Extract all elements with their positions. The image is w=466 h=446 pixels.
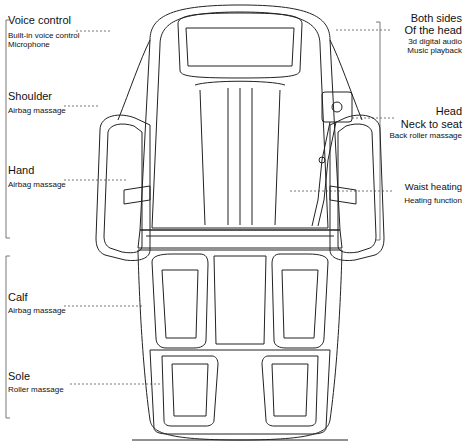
part-name: Head [380,105,462,118]
feature-note: Back roller massage [372,131,462,140]
feature-note: Airbag massage [8,306,88,315]
part-name: Hand [8,164,88,177]
part-name: Calf [8,291,88,304]
feature-note: 3d digital audio Music playback [392,37,462,55]
part-name: Waist heating [380,182,462,193]
feature-note: Built-in voice control Microphone [8,31,84,49]
feature-note: Airbag massage [8,180,88,189]
chair-body [96,5,384,440]
part-name: Voice control [8,14,98,27]
bracket-lines [6,20,380,418]
part-name: Neck to seat [380,118,462,131]
part-name: Sole [8,370,88,383]
feature-note: Roller massage [8,385,88,394]
part-name: Of the head [380,24,462,37]
part-name: Both sides [380,12,462,25]
part-name: Shoulder [8,90,88,103]
feature-note: Heating function [372,196,462,205]
leader-lines [64,30,394,384]
feature-note: Airbag massage [8,106,88,115]
